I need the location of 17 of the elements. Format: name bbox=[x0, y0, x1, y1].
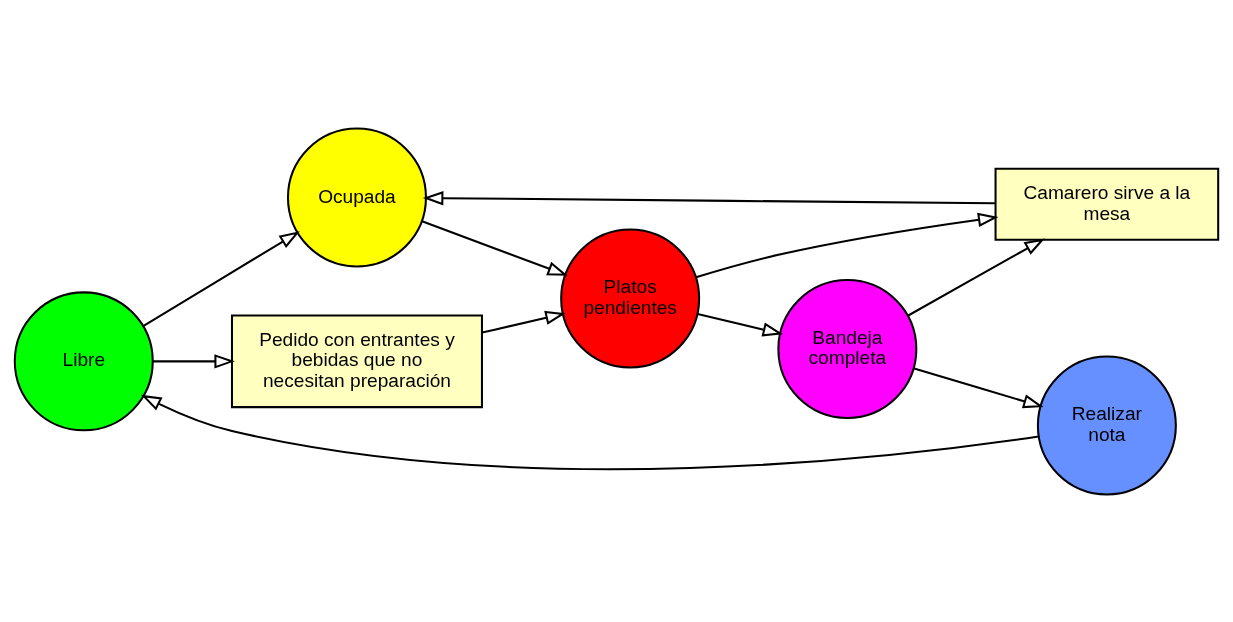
arrow bbox=[695, 212, 999, 278]
node-circle: Ocupada bbox=[286, 126, 427, 267]
arrow bbox=[481, 310, 566, 334]
node-box: Pedido con entrantes y bebidas que no necesitan preparación bbox=[230, 314, 483, 408]
arrow bbox=[141, 394, 1039, 470]
node-circle: Platos pendientes bbox=[560, 228, 701, 369]
arrow bbox=[142, 230, 300, 327]
node-circle: Bandeja completa bbox=[777, 278, 918, 419]
arrow bbox=[697, 312, 784, 337]
arrow bbox=[153, 353, 235, 369]
arrow bbox=[421, 219, 568, 276]
node-circle: Realizar nota bbox=[1036, 355, 1177, 496]
node-box: Camarero sirve a la mesa bbox=[994, 167, 1220, 241]
arrow bbox=[422, 190, 995, 205]
arrow bbox=[907, 237, 1045, 316]
node-circle: Libre bbox=[13, 290, 154, 431]
arrow bbox=[913, 367, 1044, 408]
